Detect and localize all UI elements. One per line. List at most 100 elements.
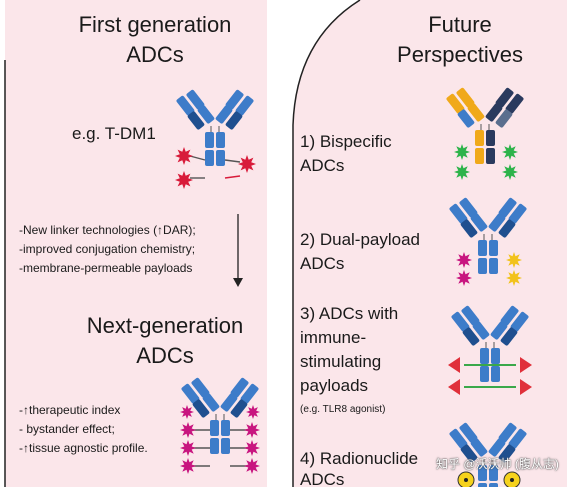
arm-block [192, 399, 210, 418]
antibody-immune-stimulating [451, 305, 529, 382]
arm-block [508, 203, 527, 224]
payload-star [244, 458, 260, 474]
fc-block [205, 150, 214, 166]
arm-block [457, 109, 475, 128]
payload-star [180, 405, 194, 419]
tlr8-agonist-triangle [448, 357, 460, 373]
left-title-line2: ADCs [126, 42, 184, 67]
fc-block [210, 438, 219, 454]
fc-block [205, 132, 214, 148]
fc-block [210, 420, 219, 436]
improvement-item-3: -membrane-permeable payloads [19, 261, 193, 275]
fc-block [486, 130, 495, 146]
tlr8-agonist-triangle [448, 379, 460, 395]
arm-block [456, 87, 475, 108]
item3-note: (e.g. TLR8 agonist) [300, 404, 386, 415]
benefit-item-2: - bystander effect; [19, 422, 115, 436]
benefit-item-3: -↑tissue agnostic profile. [19, 441, 148, 455]
arm-block [459, 422, 478, 443]
arm-block [460, 219, 478, 238]
right-title-line1: Future [428, 12, 492, 37]
arm-block [186, 89, 205, 110]
fc-block [489, 240, 498, 256]
progression-arrow-head [233, 278, 243, 287]
arm-block [495, 87, 514, 108]
item1-line1: 1) Bispecific [300, 132, 392, 151]
arm-block [488, 438, 506, 457]
arm-block [187, 111, 205, 130]
payload-star [180, 458, 196, 474]
antibody-dual-payload [449, 197, 527, 274]
item3-line3: stimulating [300, 352, 382, 371]
next-title-line2: ADCs [136, 343, 194, 368]
arm-block [235, 95, 254, 116]
item4-line1: 4) Radionuclide [300, 449, 419, 468]
payload-star [456, 252, 472, 268]
item3-line1: 3) ADCs with [300, 304, 399, 323]
arm-block [500, 327, 518, 346]
arm-block [508, 428, 527, 449]
payload-star [454, 144, 470, 160]
arm-block [449, 428, 468, 449]
arm-block [225, 89, 244, 110]
radionuclide-icon-core [464, 478, 468, 482]
antibody-bispecific [446, 87, 524, 164]
fc-block [489, 483, 498, 487]
arm-block [461, 305, 480, 326]
arm-block [240, 383, 259, 404]
example-label: e.g. T-DM1 [72, 124, 156, 143]
payload-star [246, 405, 260, 419]
linker-line [224, 175, 241, 179]
arm-block [488, 213, 506, 232]
fc-block [486, 148, 495, 164]
item1-line2: ADCs [300, 156, 345, 175]
fc-block [221, 438, 230, 454]
fc-block [489, 258, 498, 274]
next-title-line1: Next-generation [86, 313, 244, 338]
arm-block [495, 109, 513, 128]
radionuclide-icon-core [510, 478, 514, 482]
arm-block [197, 105, 215, 124]
payload-star [238, 155, 256, 173]
arm-block [230, 399, 248, 418]
payload-star [502, 164, 518, 180]
watermark: 知乎 @沃沃帅 (腹从志) [436, 457, 559, 471]
fc-block [221, 420, 230, 436]
arm-block [225, 111, 243, 130]
payload-star [244, 422, 260, 438]
payload-star [506, 270, 522, 286]
fc-block [478, 240, 487, 256]
payload-star [244, 440, 260, 456]
left-title-line1: First generation [78, 12, 232, 37]
right-title-line2: Perspectives [397, 42, 523, 67]
arm-block [459, 197, 478, 218]
fc-block [491, 366, 500, 382]
payload-star [175, 147, 193, 165]
item2-line1: 2) Dual-payload [300, 230, 421, 249]
fc-block [478, 465, 487, 481]
fc-block [216, 132, 225, 148]
linker-line [224, 159, 241, 163]
item3-line4: payloads [300, 376, 369, 395]
arm-block [485, 103, 503, 122]
antibody-radionuclide [449, 422, 527, 487]
improvement-item-2: -improved conjugation chemistry; [19, 242, 196, 256]
arm-block [191, 377, 210, 398]
arm-block [490, 321, 508, 340]
payload-star [454, 164, 470, 180]
payload-star [502, 144, 518, 160]
fc-block [480, 366, 489, 382]
linker-line [189, 155, 206, 161]
payload-star [456, 270, 472, 286]
arm-block [202, 393, 220, 412]
arm-block [446, 93, 465, 114]
arm-block [451, 311, 470, 332]
payload-star [175, 171, 193, 189]
arm-block [510, 311, 529, 332]
arm-block [505, 93, 524, 114]
arm-block [500, 305, 519, 326]
fc-block [478, 258, 487, 274]
arm-block [449, 203, 468, 224]
